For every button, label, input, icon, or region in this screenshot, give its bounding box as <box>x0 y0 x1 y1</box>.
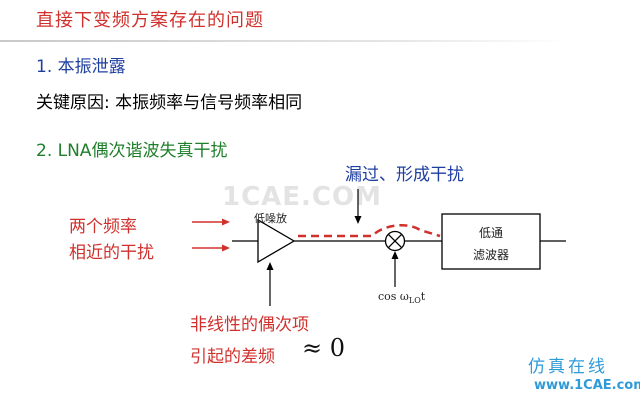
lo-label-main: cos ω <box>378 290 409 303</box>
title-underline <box>0 40 570 42</box>
brand-name: 仿真在线 <box>528 357 608 377</box>
lna-triangle <box>257 218 296 264</box>
input-label-line-1: 两个频率 <box>69 217 137 237</box>
filter-label-line-1: 低通 <box>478 226 503 240</box>
nonlinear-label-line-1: 非线性的偶次项 <box>190 315 309 335</box>
leakage-dashed-path <box>298 223 441 238</box>
slide-title: 直接下变频方案存在的问题 <box>36 10 264 31</box>
approx-zero: ≈ 0 <box>302 334 346 362</box>
item-2-heading: 2. LNA偶次谐波失真干扰 <box>36 141 228 161</box>
mixer-symbol <box>384 230 406 252</box>
lna-label: 低噪放 <box>254 212 287 225</box>
filter-label-line-2: 滤波器 <box>472 248 509 262</box>
lo-label-tail: t <box>420 290 426 303</box>
leak-pointer-arrow <box>354 189 362 224</box>
input-arrow-1 <box>192 218 230 226</box>
input-arrow-2 <box>192 244 230 252</box>
nonlinear-pointer-arrow <box>266 262 274 306</box>
lo-label-sub: LO <box>408 296 421 306</box>
input-label-line-2: 相近的干扰 <box>69 243 154 263</box>
item-1-heading: 1. 本振泄露 <box>36 57 126 77</box>
leak-label: 漏过、形成干扰 <box>345 165 464 185</box>
lowpass-filter-box <box>441 213 541 270</box>
watermark: 1CAE.COM <box>222 182 382 212</box>
brand-url: www.1CAE.com <box>534 378 640 393</box>
lo-input-arrow <box>391 251 399 287</box>
nonlinear-label-line-2: 引起的差频 <box>190 347 275 367</box>
item-1-reason: 关键原因: 本振频率与信号频率相同 <box>36 93 303 113</box>
lo-label: cos ωLOt <box>378 290 425 305</box>
